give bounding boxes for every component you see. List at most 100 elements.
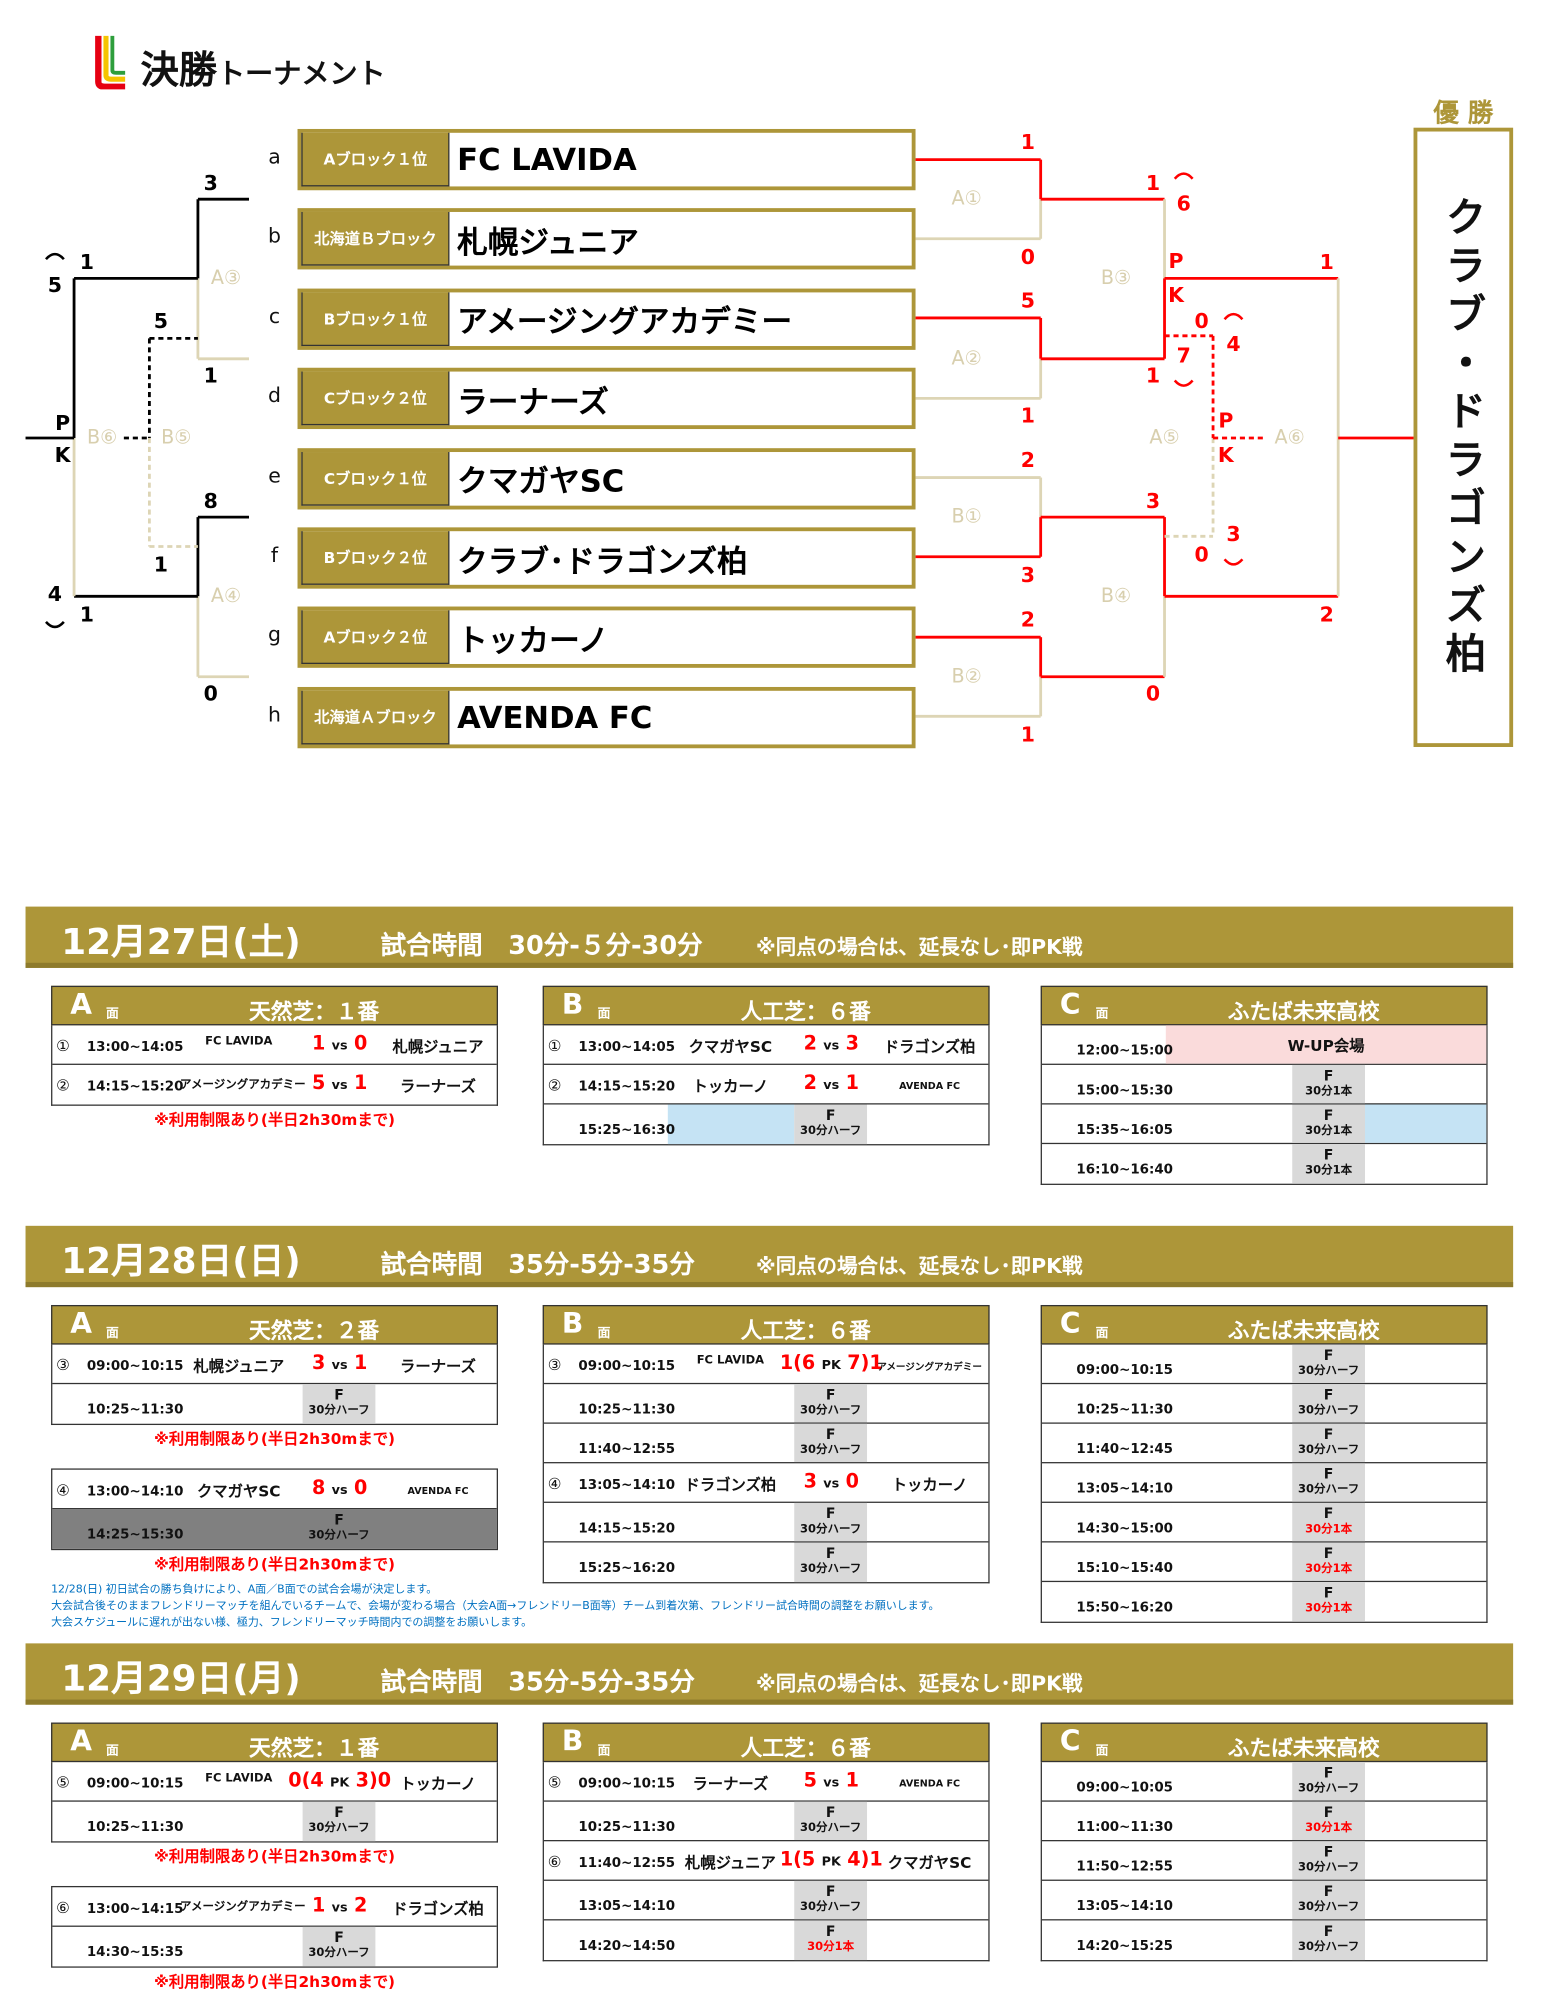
time-slot: 14:30~15:35 [86,1944,184,1961]
team-letter: d [268,383,282,408]
away-team: AVENDA FC [899,1777,961,1789]
home-score: 0(4 [288,1768,324,1792]
friendly-length: 30分ハーフ [1297,1365,1360,1378]
away-score: 1 [354,1350,368,1374]
time-slot: 13:05~14:10 [578,1898,676,1915]
score-separator: PK [330,1776,350,1791]
match-number: ① [56,1036,70,1055]
match-label: A⑤ [1149,425,1179,448]
match-label: A① [951,187,981,210]
home-team: クマガヤSC [196,1482,281,1501]
away-team: AVENDA FC [899,1080,961,1092]
home-team: ドラゴンズ柏 [684,1476,777,1494]
time-slot: 11:40~12:45 [1076,1441,1174,1457]
time-slot: 10:25~11:30 [1076,1402,1174,1418]
home-score: 1 [311,1893,326,1917]
home-score: 3 [311,1350,326,1374]
bracket-score: 0 [1194,542,1208,566]
friendly-length: 30分ハーフ [1297,1861,1360,1875]
away-score: 1 [845,1071,859,1095]
team-name: トッカーノ [457,622,609,659]
score-separator: vs [823,1776,840,1791]
time-slot: 13:05~14:10 [1076,1898,1174,1915]
bracket-score: 0 [1146,682,1160,706]
score-separator: vs [331,1078,348,1094]
match-number: ⑥ [547,1852,562,1871]
match-number: ④ [56,1481,70,1500]
match-label: A⑥ [1275,425,1305,448]
bracket-score: 1 [204,364,218,388]
friendly-length: 30分ハーフ [308,1529,370,1543]
field-title: 天然芝：１番 [248,1736,380,1763]
bracket-lines: 105123211617PK30120430PK3180511541PKA①A②… [25,130,1414,746]
friendly-label: F [1323,1426,1334,1443]
time-slot: 11:00~11:30 [1076,1819,1174,1835]
team-box: Bブロック１位アメージングアカデミー [297,288,916,350]
team-block: Bブロック２位 [301,531,450,585]
friendly-label: F [1323,1584,1334,1602]
time-slot: 09:00~10:15 [578,1358,676,1374]
time-slot: 13:00~14:10 [86,1483,184,1500]
bracket-score: 6 [1177,191,1191,215]
match-label: B① [951,505,981,528]
home-team: 札幌ジュニア [193,1357,285,1376]
bracket-score: P [55,411,70,435]
friendly-length: 30分ハーフ [799,1822,862,1835]
field-letter: A [70,1726,92,1759]
friendly-length: 30分ハーフ [308,1404,370,1418]
bracket-score: K [55,443,72,467]
bracket-score: 8 [204,489,218,513]
time-slot: 15:50~16:20 [1076,1599,1174,1616]
bracket-score: 1 [1320,250,1334,274]
time-slot: 09:00~10:05 [1076,1779,1174,1796]
day-date: 12月27日(土) [61,920,301,963]
score-separator: vs [331,1483,348,1498]
team-block: Aブロック１位 [301,132,450,187]
away-score: 0 [354,1476,368,1500]
time-slot: 14:15~15:20 [578,1520,676,1537]
friendly-label: F [1323,1386,1334,1404]
match-label: B⑥ [87,425,117,448]
match-number: ② [56,1076,70,1095]
title-sub: トーナメント [217,58,386,91]
match-label: B③ [1101,266,1131,289]
match-number: ⑤ [547,1773,562,1792]
team-name: FC LAVIDA [457,141,637,178]
friendly-length: 30分ハーフ [308,1947,370,1961]
away-team: アメージングアカデミー [877,1361,982,1373]
away-team: クマガヤSC [887,1854,972,1872]
friendly-label: F [1323,1067,1334,1085]
team-block: Bブロック１位 [301,292,450,346]
team-letter: c [268,303,281,328]
match-label: B② [951,664,981,687]
field-title: 天然芝：１番 [248,999,380,1026]
home-team: FC LAVIDA [696,1354,765,1368]
time-slot: 13:05~14:10 [578,1477,676,1493]
friendly-length: 30分ハーフ [799,1404,862,1418]
